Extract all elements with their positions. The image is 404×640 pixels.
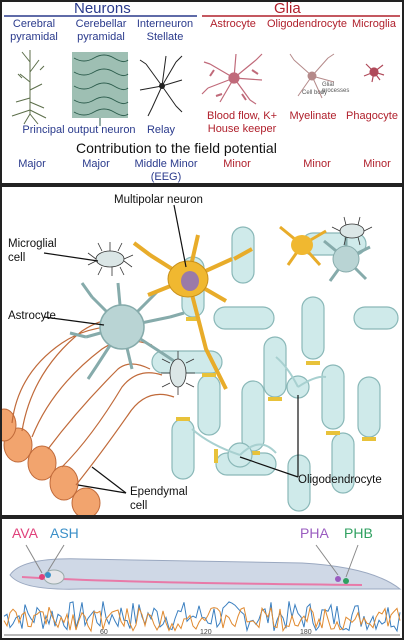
tick-60: 60: [100, 629, 108, 636]
ava-neuron: [39, 574, 45, 580]
second-neuron-soma: [291, 235, 313, 255]
tick-120: 120: [200, 629, 212, 636]
ash-neuron: [45, 572, 51, 578]
cell-illustrations: [11, 50, 385, 126]
neuron-nucleus: [181, 271, 199, 291]
label-pha: PHA: [300, 525, 329, 541]
right-astrocyte-body: [332, 245, 360, 273]
header-rules: [4, 15, 400, 17]
label-ava: AVA: [12, 525, 38, 541]
microglia-drawing: [363, 63, 385, 83]
tick-180: 180: [300, 629, 312, 636]
contrib-microglia: Minor: [363, 158, 391, 170]
label-ash: ASH: [50, 525, 79, 541]
oligodendrocyte-drawing: [289, 53, 335, 99]
label-oligodendrocyte: Oligodendrocyte: [298, 474, 382, 486]
contrib-oligo: Minor: [303, 158, 331, 170]
worm-recording-panel: AVA ASH PHA PHB 60 120 180: [0, 517, 404, 640]
myelinated-axons: [151, 226, 399, 512]
cell-name-microglia: Microglia: [351, 18, 396, 30]
trace-orange: [3, 606, 401, 633]
cell-name-astrocyte: Astrocyte: [210, 18, 256, 30]
label-microglial-cell: Microglial cell: [8, 238, 57, 264]
oligo-glial-label: Glial processes: [322, 82, 350, 94]
callout-lines: [43, 204, 299, 494]
cell-types-panel: Neurons Glia Cerebral pyramidal Cerebell…: [0, 0, 404, 185]
role-oligo: Myelinate: [289, 110, 337, 122]
pha-neuron: [335, 576, 341, 582]
role-relay: Relay: [146, 124, 176, 136]
astrocyte-body: [99, 304, 145, 350]
cell-name-cerebral: Cerebral pyramidal: [10, 18, 58, 43]
contrib-cerebellar: Major: [82, 158, 110, 170]
cell-name-interneuron: Interneuron Stellate: [136, 18, 194, 43]
label-multipolar-neuron: Multipolar neuron: [114, 194, 203, 206]
astrocyte-drawing: [201, 53, 263, 105]
stellate-drawing: [139, 55, 183, 117]
label-phb: PHB: [344, 525, 373, 541]
neuron-pointers: [25, 544, 359, 578]
nodes-of-ranvier: [176, 317, 376, 463]
glia-illustration: [2, 204, 399, 515]
cerebellar-drawing: [72, 52, 129, 126]
phb-neuron: [343, 578, 349, 584]
multipolar-neuron: [132, 234, 253, 390]
ependymal-cells: [2, 408, 101, 515]
label-ependymal-cell: Ependymal cell: [130, 486, 188, 512]
contrib-interneuron: Middle Minor (EEG): [134, 158, 198, 183]
glia-header: Glia: [274, 0, 301, 17]
cerebral-pyramidal-drawing: [11, 50, 47, 125]
contribution-title: Contribution to the field potential: [76, 140, 277, 156]
cell-name-oligodendrocyte: Oligodendrocyte: [266, 18, 348, 30]
glia-illustration-panel: Multipolar neuron Microglial cell Astroc…: [0, 185, 404, 517]
role-microglia: Phagocyte: [346, 110, 398, 122]
role-principal: Principal output neuron: [22, 124, 136, 136]
neurons-header: Neurons: [74, 0, 131, 17]
trace-blue: [3, 601, 401, 633]
contrib-cerebral: Major: [18, 158, 46, 170]
microglia-cells: [87, 216, 373, 395]
worm-and-traces: [3, 544, 402, 636]
label-astrocyte: Astrocyte: [8, 310, 56, 322]
cell-name-cerebellar: Cerebellar pyramidal: [75, 18, 127, 43]
oligo-cell-body-label: Cell body: [302, 90, 328, 96]
role-astrocyte: Blood flow, K+ House keeper: [206, 110, 278, 135]
contrib-astrocyte: Minor: [223, 158, 251, 170]
